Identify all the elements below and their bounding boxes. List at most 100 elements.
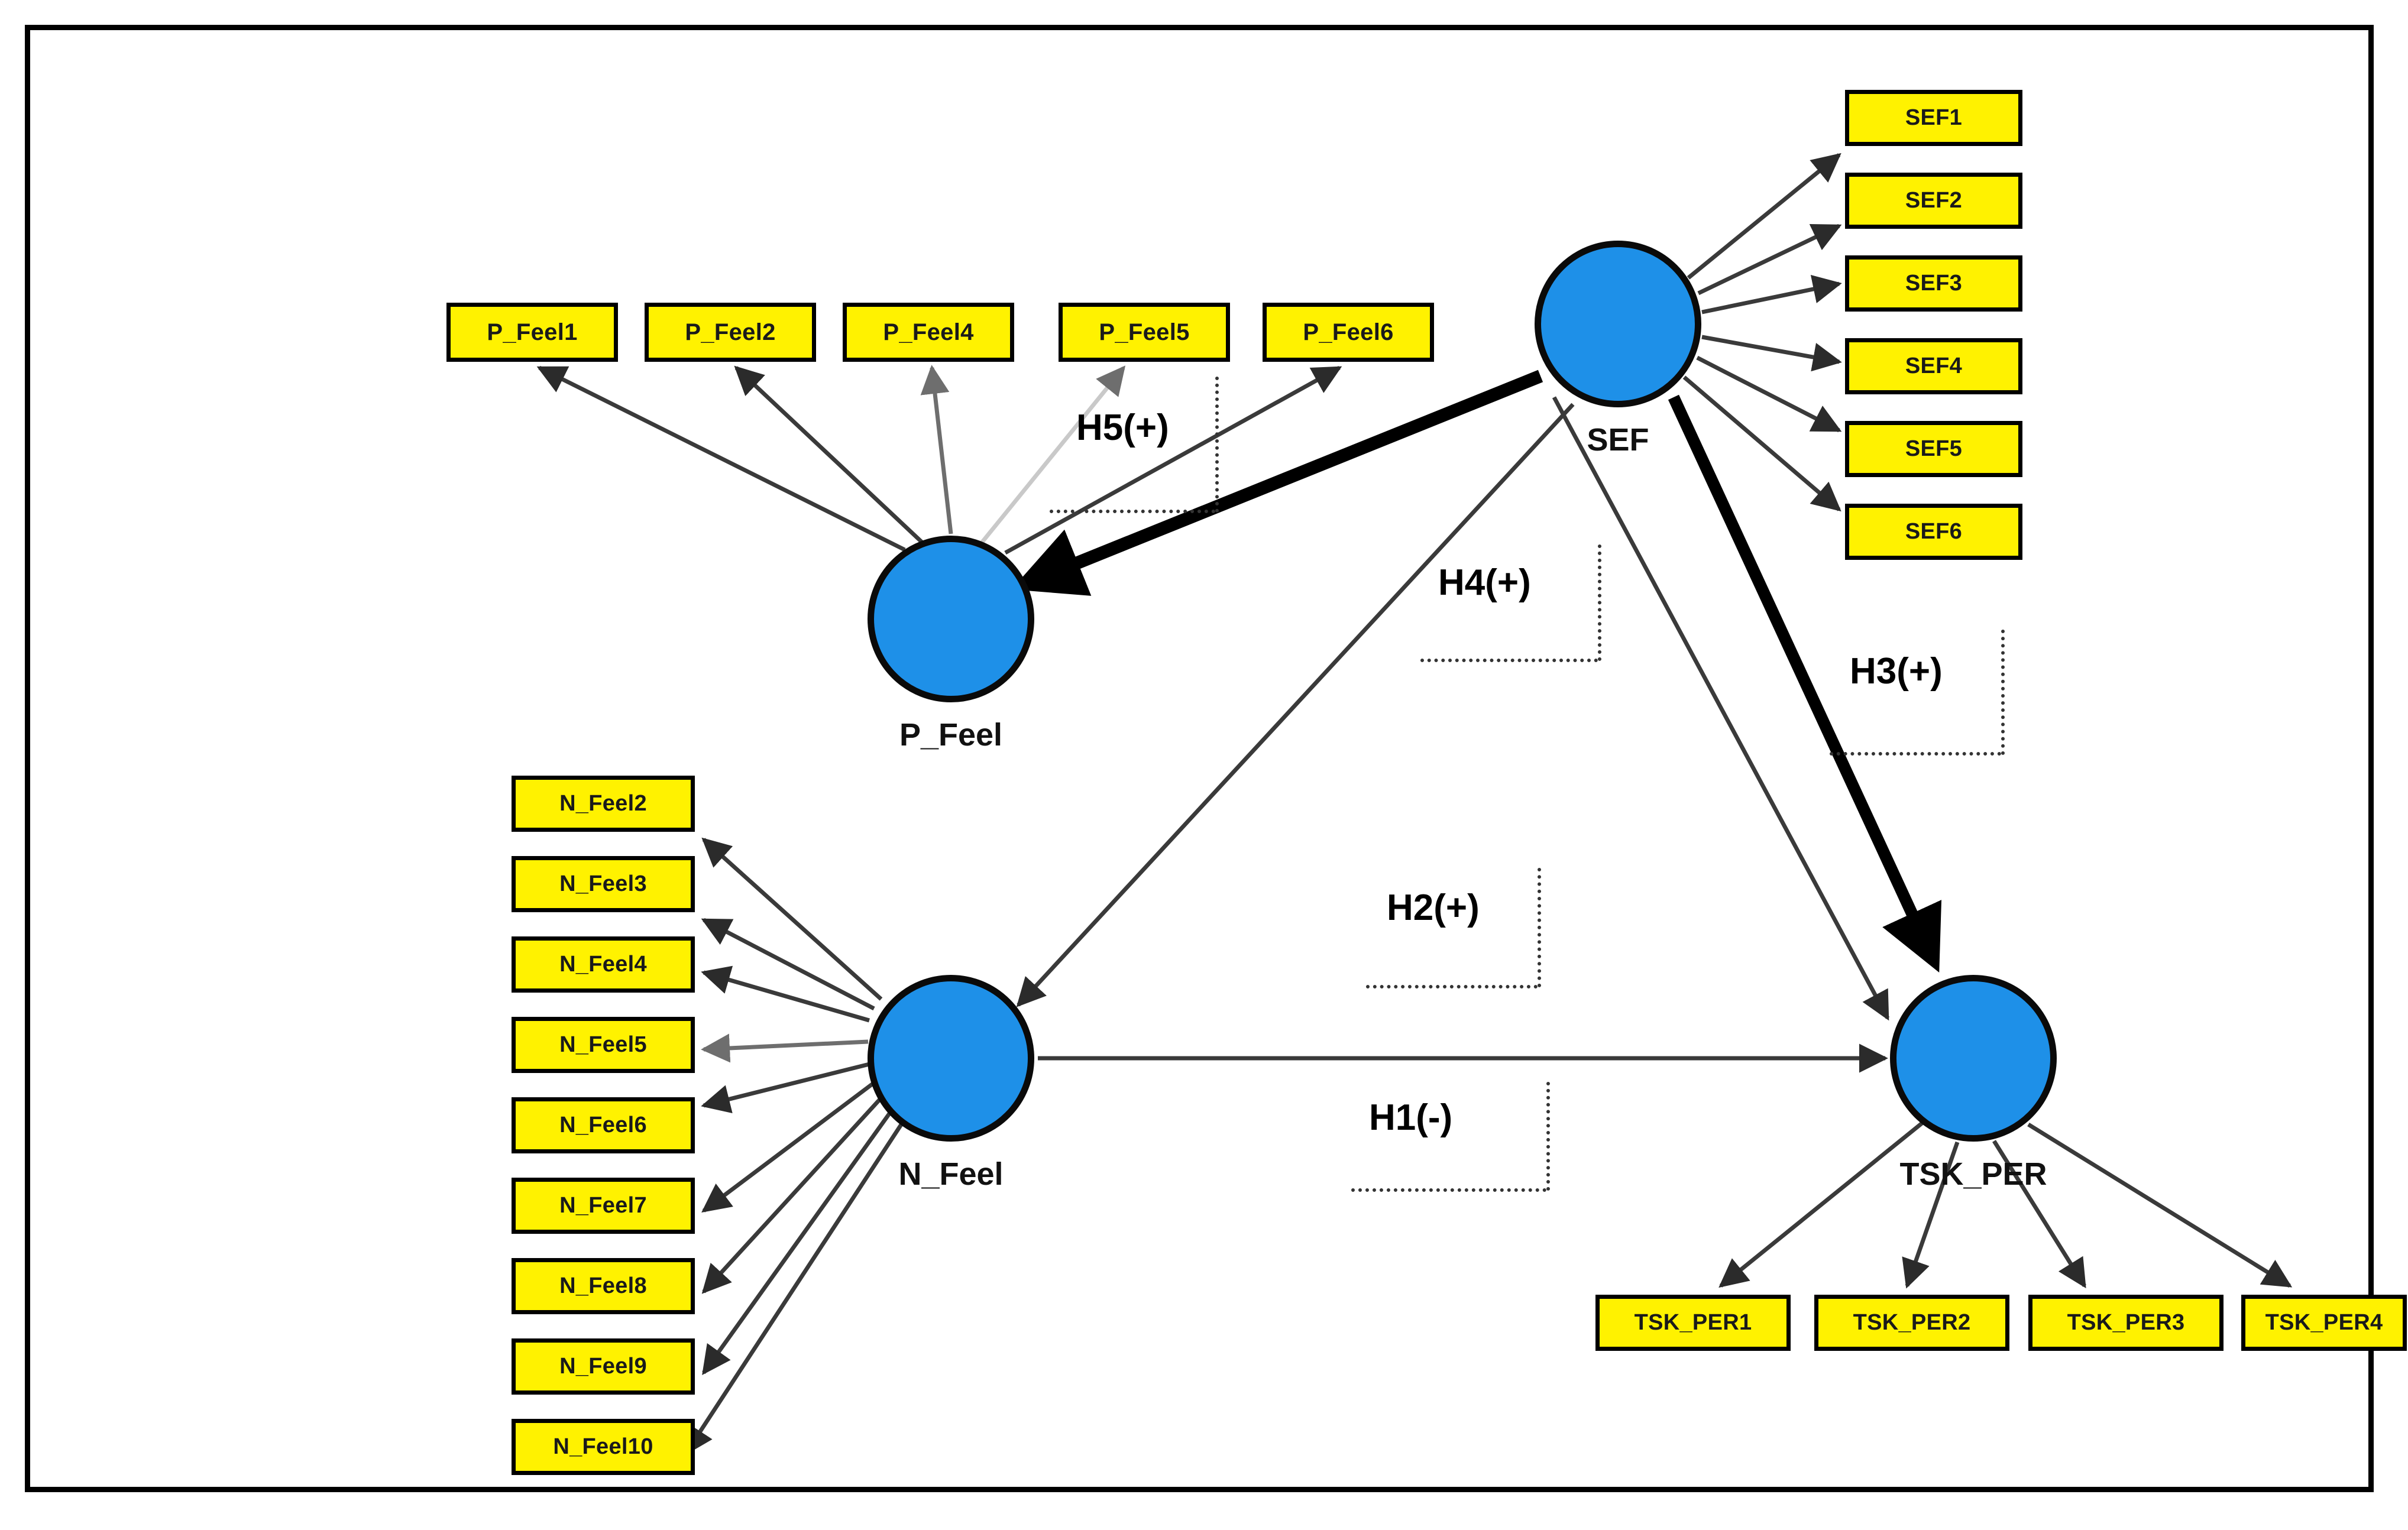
indicator-box[interactable]: N_Feel2 [512,776,695,832]
latent-circle-tsk-per[interactable] [1890,975,2057,1142]
indicator-box[interactable]: TSK_PER1 [1595,1295,1791,1351]
path-h5-sef-to-pfeel [1011,369,1543,596]
measurement-paths-p-feel [536,365,1342,555]
path-nfeel-nfeel3 [701,918,875,1011]
path-pfeel-pfeel5 [980,365,1126,544]
indicator-box[interactable]: N_Feel4 [512,936,695,993]
latent-circle-n-feel[interactable] [868,975,1034,1142]
latent-circle-sef[interactable] [1535,241,1701,407]
indicator-label: SEF2 [1905,188,1963,213]
hypothesis-bracket-bottom [1050,510,1215,513]
path-tskper-tskper4 [2027,1123,2293,1288]
path-nfeel-nfeel5 [701,1033,869,1063]
path-pfeel-pfeel2 [734,365,924,544]
path-h4-sef-to-nfeel [1016,403,1575,1007]
indicator-label: P_Feel5 [1099,319,1190,345]
indicator-label: P_Feel6 [1303,319,1394,345]
path-nfeel-nfeel9 [702,1108,894,1375]
path-sef-sef2 [1697,223,1842,296]
hypothesis-bracket-bottom [1420,659,1598,662]
hypothesis-bracket-bottom [1351,1188,1546,1192]
indicator-box[interactable]: TSK_PER3 [2028,1295,2223,1351]
path-sef-sef6 [1682,375,1841,512]
indicator-box[interactable]: P_Feel2 [645,303,816,362]
indicator-box[interactable]: N_Feel6 [512,1097,695,1153]
hypothesis-bracket-bottom [1366,985,1538,988]
path-nfeel-nfeel2 [701,837,883,1001]
indicator-box[interactable]: N_Feel7 [512,1178,695,1234]
hypothesis-bracket-right [2001,630,2005,755]
indicator-box[interactable]: SEF1 [1845,90,2022,146]
path-nfeel-nfeel4 [701,965,870,1023]
indicator-box[interactable]: N_Feel3 [512,856,695,912]
latent-label: SEF [1587,422,1649,458]
indicator-label: SEF3 [1905,271,1963,296]
hypothesis-bracket-right [1538,868,1541,988]
latent-circle-p-feel[interactable] [868,536,1034,702]
path-tskper-tskper2 [1902,1141,1960,1289]
indicator-box[interactable]: N_Feel5 [512,1017,695,1073]
hypothesis-label-h3: H3(+) [1850,651,1943,692]
measurement-paths-tsk-per [1718,1121,2293,1289]
indicator-box[interactable]: TSK_PER2 [1814,1295,2009,1351]
latent-label: TSK_PER [1899,1156,2047,1192]
indicator-box[interactable]: SEF3 [1845,255,2022,312]
path-h2-sef-to-tskper [1552,396,1890,1021]
indicator-label: N_Feel3 [559,871,647,896]
indicator-box[interactable]: SEF2 [1845,173,2022,229]
path-pfeel-pfeel1 [536,365,906,552]
path-nfeel-nfeel8 [701,1095,884,1294]
latent-label: P_Feel [899,717,1003,753]
hypothesis-label-h1: H1(-) [1369,1097,1453,1138]
indicator-label: TSK_PER3 [2067,1310,2185,1335]
hypothesis-bracket-bottom [1830,752,2001,756]
path-nfeel-nfeel6 [701,1062,870,1114]
indicator-label: P_Feel1 [487,319,578,345]
indicator-label: P_Feel2 [685,319,776,345]
structural-paths [1011,369,1942,1073]
indicator-box[interactable]: P_Feel1 [446,303,618,362]
indicator-box[interactable]: N_Feel10 [512,1419,695,1475]
indicator-box[interactable]: P_Feel5 [1059,303,1230,362]
indicator-box[interactable]: SEF6 [1845,504,2022,560]
path-nfeel-nfeel10 [684,1120,905,1456]
path-pfeel-pfeel4 [920,365,953,534]
indicator-box[interactable]: P_Feel4 [843,303,1014,362]
indicator-label: N_Feel9 [559,1354,647,1379]
hypothesis-label-h4: H4(+) [1438,562,1531,603]
indicator-label: N_Feel2 [559,791,647,816]
path-sef-sef1 [1687,153,1841,280]
latent-label: N_Feel [898,1156,1004,1192]
indicator-label: N_Feel5 [559,1032,647,1057]
indicator-label: SEF4 [1905,354,1963,378]
path-sef-sef4 [1701,335,1842,372]
hypothesis-label-h2: H2(+) [1387,887,1480,928]
indicator-box[interactable]: SEF4 [1845,338,2022,394]
indicator-label: P_Feel4 [883,319,974,345]
indicator-label: TSK_PER2 [1853,1310,1971,1335]
indicator-label: SEF5 [1905,436,1963,461]
indicator-label: TSK_PER1 [1634,1310,1752,1335]
indicator-box[interactable]: SEF5 [1845,421,2022,477]
indicator-box[interactable]: N_Feel9 [512,1338,695,1395]
measurement-paths-n-feel [684,837,905,1456]
path-nfeel-nfeel7 [701,1080,877,1213]
indicator-label: N_Feel7 [559,1193,647,1218]
indicator-box[interactable]: N_Feel8 [512,1258,695,1314]
indicator-label: N_Feel10 [553,1434,653,1459]
measurement-paths-sef [1682,153,1842,512]
indicator-box[interactable]: P_Feel6 [1263,303,1434,362]
hypothesis-bracket-right [1546,1082,1550,1191]
indicator-label: N_Feel4 [559,952,647,977]
indicator-label: N_Feel8 [559,1273,647,1298]
path-pfeel-pfeel6 [1004,365,1342,555]
hypothesis-label-h5: H5(+) [1076,407,1169,448]
indicator-label: N_Feel6 [559,1113,647,1137]
path-sef-sef5 [1696,355,1842,433]
indicator-label: TSK_PER4 [2265,1310,2383,1335]
path-tskper-tskper3 [1992,1140,2086,1289]
indicator-box[interactable]: TSK_PER4 [2241,1295,2407,1351]
path-tskper-tskper1 [1718,1121,1924,1288]
